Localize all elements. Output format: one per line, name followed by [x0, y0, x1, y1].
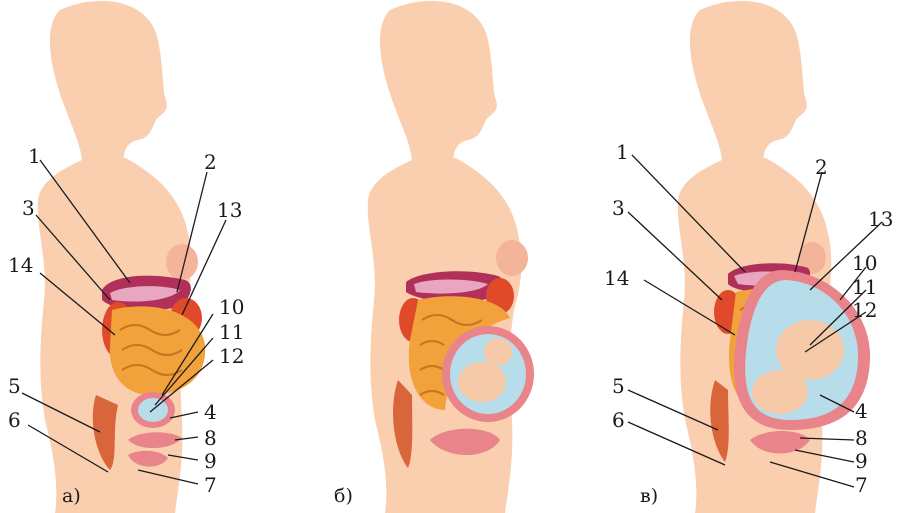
label-6: 6	[8, 410, 21, 430]
caption-c: в)	[640, 487, 658, 506]
label-4: 4	[204, 402, 217, 422]
label-7: 7	[855, 475, 868, 495]
label-3: 3	[22, 198, 35, 218]
label-9: 9	[204, 451, 217, 471]
label-3: 3	[612, 198, 625, 218]
label-7: 7	[204, 475, 217, 495]
label-8: 8	[855, 428, 868, 448]
caption-b: б)	[334, 487, 353, 506]
label-13: 13	[217, 200, 242, 220]
label-11: 11	[852, 277, 877, 297]
label-14: 14	[604, 268, 629, 288]
label-5: 5	[612, 376, 625, 396]
label-11: 11	[219, 322, 244, 342]
label-8: 8	[204, 428, 217, 448]
caption-a: а)	[62, 487, 81, 506]
label-9: 9	[855, 451, 868, 471]
label-14: 14	[8, 255, 33, 275]
label-1: 1	[28, 146, 41, 166]
label-12: 12	[219, 346, 244, 366]
label-5: 5	[8, 376, 21, 396]
label-6: 6	[612, 410, 625, 430]
panel-c-illustration	[628, 1, 882, 513]
label-4: 4	[855, 401, 868, 421]
label-2: 2	[815, 157, 828, 177]
panel-b-illustration	[368, 1, 534, 513]
panel-a-illustration	[22, 1, 226, 513]
label-1: 1	[616, 142, 629, 162]
label-10: 10	[219, 297, 244, 317]
label-10: 10	[852, 253, 877, 273]
label-13: 13	[868, 209, 893, 229]
label-12: 12	[852, 300, 877, 320]
label-2: 2	[204, 152, 217, 172]
